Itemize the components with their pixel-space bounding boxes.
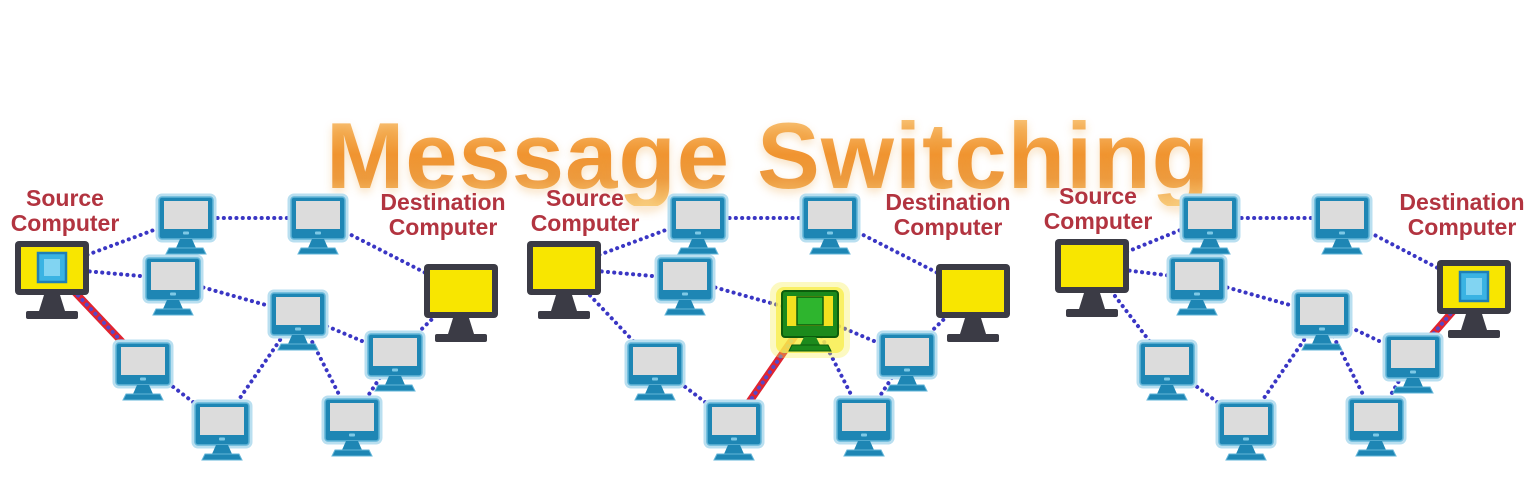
network-link <box>1090 264 1199 281</box>
network-node-icon <box>654 254 716 316</box>
message-icon <box>1458 270 1490 303</box>
network-node-icon <box>876 330 938 392</box>
network-link <box>862 353 909 422</box>
destination-computer-icon <box>936 264 1010 342</box>
network-node-icon <box>1215 399 1277 461</box>
network-link <box>1320 312 1378 422</box>
network-link <box>316 216 463 293</box>
network-link <box>1090 264 1169 366</box>
network-link <box>1195 277 1324 316</box>
network-svg-1 <box>15 193 498 461</box>
network-node-icon <box>364 330 426 392</box>
message-path-link <box>730 310 814 428</box>
network-node-icon <box>1291 289 1353 351</box>
message-path-link <box>48 264 147 368</box>
network-link <box>296 312 354 422</box>
network-link <box>562 266 657 366</box>
page-title: Message Switching <box>0 106 1536 206</box>
message-path-link-dots <box>732 312 812 426</box>
network-link <box>171 277 300 316</box>
network-link <box>50 266 175 281</box>
network-node-icon <box>142 254 204 316</box>
message-at-node-icon <box>770 282 850 358</box>
network-node-icon <box>833 395 895 457</box>
network-link <box>1165 362 1248 426</box>
network-node-icon <box>703 399 765 461</box>
network-link <box>828 216 975 293</box>
network-link <box>220 312 300 426</box>
network-link <box>905 289 975 357</box>
source-computer-icon <box>15 241 89 319</box>
network-node-icon <box>112 339 174 401</box>
network-link <box>1244 312 1324 426</box>
network-link <box>1320 312 1415 359</box>
network-link <box>562 266 687 281</box>
network-node-icon <box>1345 395 1407 457</box>
network-node-icon <box>267 289 329 351</box>
network-svg-2 <box>527 193 1010 461</box>
network-link <box>350 353 397 422</box>
network-link <box>808 312 866 422</box>
network-link <box>50 216 188 270</box>
message-icon <box>36 251 68 284</box>
source-computer-icon <box>527 241 601 319</box>
network-node-icon <box>321 395 383 457</box>
network-link <box>562 216 700 270</box>
message-path-link-dots <box>1411 285 1476 359</box>
network-svg-3 <box>1055 193 1511 461</box>
destination-computer-icon <box>1437 260 1511 338</box>
network-link <box>1340 216 1476 289</box>
network-link <box>393 289 463 357</box>
network-node-icon <box>1136 339 1198 401</box>
source-computer-icon <box>1055 239 1129 317</box>
network-link <box>1374 355 1415 422</box>
network-link <box>1090 216 1212 268</box>
message-path-link <box>1409 283 1478 361</box>
network-link <box>296 312 397 357</box>
network-link <box>683 277 812 316</box>
network-link <box>653 362 736 426</box>
network-link <box>808 312 909 357</box>
message-path-link-dots <box>50 266 145 366</box>
destination-computer-icon <box>424 264 498 342</box>
network-node-icon <box>1382 332 1444 394</box>
network-node-icon <box>1166 254 1228 316</box>
network-node-icon <box>624 339 686 401</box>
network-link <box>141 362 224 426</box>
network-node-icon <box>191 399 253 461</box>
